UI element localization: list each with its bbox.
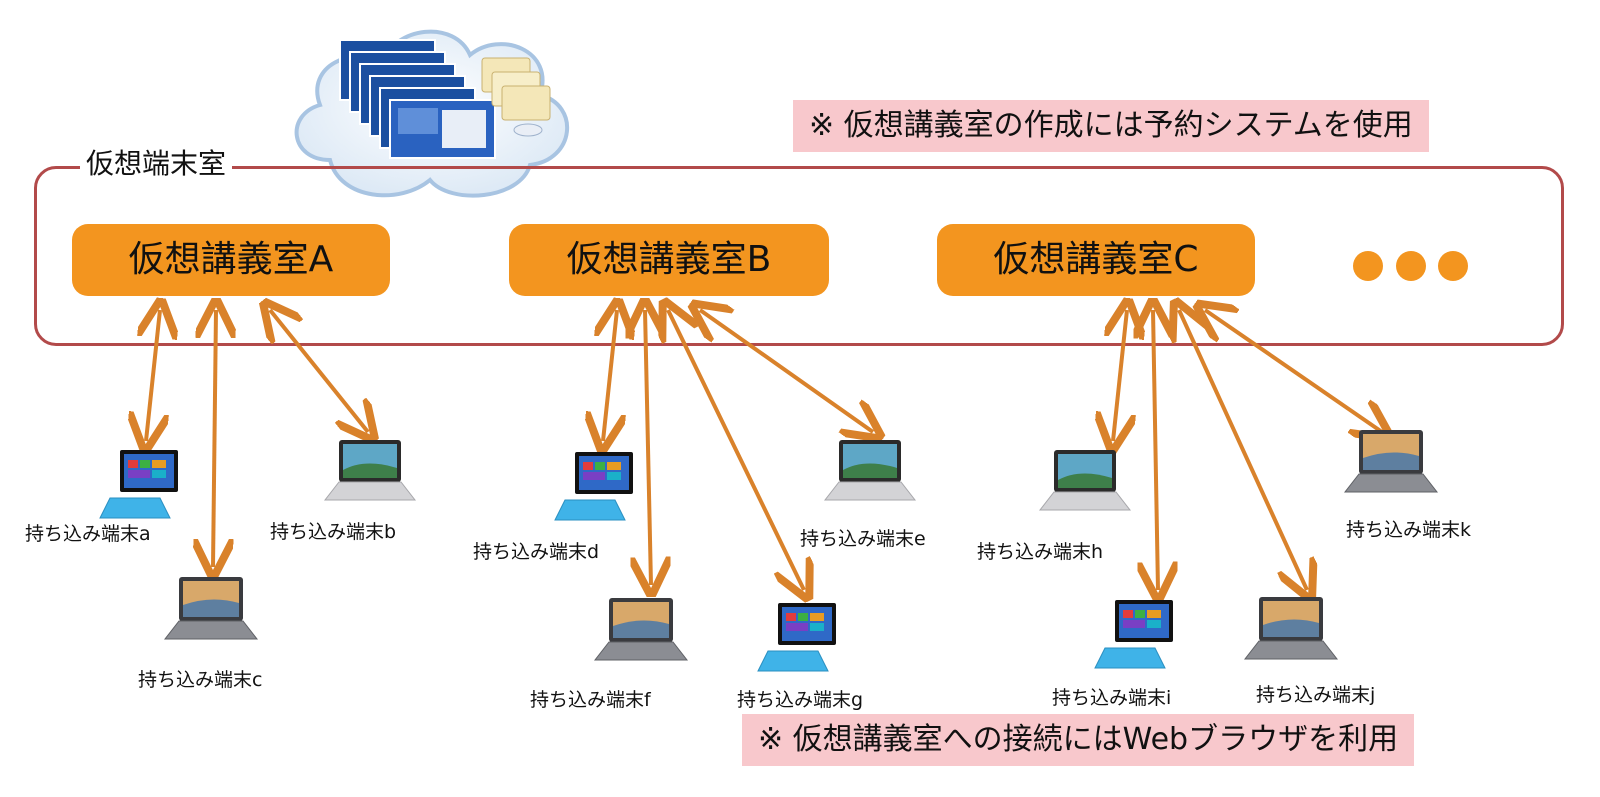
arrow-a-to-device-c xyxy=(213,310,216,567)
device-label-c: 持ち込み端末c xyxy=(138,669,263,691)
arrow-c-to-device-k xyxy=(1205,310,1382,432)
tablet-icon xyxy=(99,449,179,519)
device-label-j: 持ち込み端末j xyxy=(1256,684,1376,706)
virtual-terminal-room-title: 仮想端末室 xyxy=(80,142,233,186)
laptop-icon xyxy=(324,439,416,501)
virtual-room-a: 仮想講義室A xyxy=(72,224,390,296)
laptop-icon xyxy=(1039,449,1131,511)
arrow-b-to-device-d xyxy=(603,310,617,441)
laptop-icon xyxy=(1344,429,1438,493)
virtual-room-b: 仮想講義室B xyxy=(509,224,829,296)
browser-note: ※ 仮想講義室への接続にはWebブラウザを利用 xyxy=(742,714,1415,766)
folder-stack-icon xyxy=(481,57,551,137)
device-label-h: 持ち込み端末h xyxy=(977,541,1104,563)
tablet-icon xyxy=(554,451,634,521)
laptop-icon xyxy=(164,576,258,640)
tablet-icon xyxy=(757,602,837,672)
virtual-room-c: 仮想講義室C xyxy=(937,224,1255,296)
device-label-a: 持ち込み端末a xyxy=(25,523,151,545)
laptop-icon xyxy=(824,439,916,501)
virtual-desktop-stack-icon xyxy=(339,39,496,159)
device-label-e: 持ち込み端末e xyxy=(800,528,926,550)
device-label-k: 持ち込み端末k xyxy=(1346,519,1472,541)
laptop-icon xyxy=(1244,596,1338,660)
tablet-icon xyxy=(1094,599,1174,669)
more-rooms-dot xyxy=(1353,251,1383,281)
device-label-i: 持ち込み端末i xyxy=(1052,687,1172,709)
device-label-b: 持ち込み端末b xyxy=(270,521,397,543)
arrow-b-to-device-e xyxy=(700,310,873,432)
more-rooms-dot xyxy=(1396,251,1426,281)
reservation-note: ※ 仮想講義室の作成には予約システムを使用 xyxy=(793,100,1429,152)
arrow-a-to-device-b xyxy=(270,310,368,432)
device-label-g: 持ち込み端末g xyxy=(737,689,864,711)
arrow-c-to-device-h xyxy=(1113,310,1127,441)
arrow-c-to-device-i xyxy=(1153,310,1158,590)
laptop-icon xyxy=(594,597,688,661)
arrow-a-to-device-a xyxy=(146,310,160,441)
device-label-d: 持ち込み端末d xyxy=(473,541,600,563)
more-rooms-dot xyxy=(1438,251,1468,281)
arrow-b-to-device-f xyxy=(645,310,651,585)
cloud-icon xyxy=(294,29,569,198)
device-label-f: 持ち込み端末f xyxy=(530,689,651,711)
